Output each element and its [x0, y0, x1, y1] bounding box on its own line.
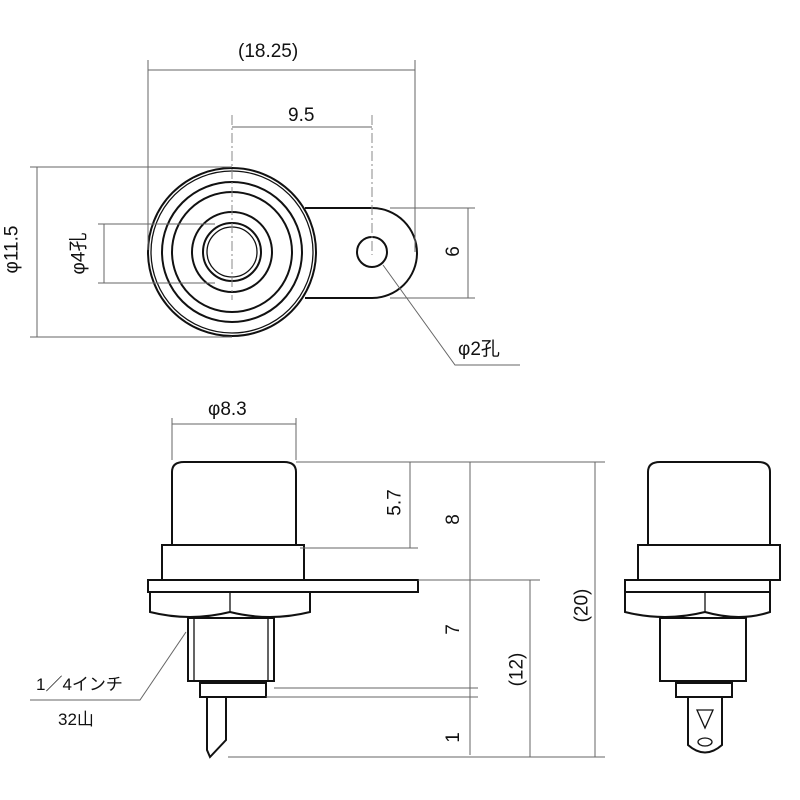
overall-width-label: (18.25) [238, 41, 299, 62]
cap-height-label: 5.7 [384, 489, 406, 516]
side-view [30, 418, 605, 759]
thread-spec-line2: 32山 [58, 710, 94, 729]
top-view [30, 60, 520, 366]
thread-spec-line1: 1／4インチ [36, 675, 123, 694]
outer-diameter-label: φ11.5 [1, 225, 23, 274]
center-hole-label: φ4孔 [68, 232, 90, 275]
lower-total-label: (12) [506, 652, 528, 687]
upper-height-label: 8 [442, 514, 464, 525]
tab-width-label: 6 [442, 246, 464, 257]
tab-hole-label: φ2孔 [458, 339, 500, 360]
terminal-height-label: 1 [442, 732, 464, 743]
thread-height-label: 7 [442, 624, 464, 635]
mounting-tab [305, 207, 418, 299]
front-view [624, 461, 781, 754]
center-to-hole-label: 9.5 [288, 105, 315, 126]
cap-diameter-label: φ8.3 [208, 399, 247, 420]
overall-height-label: (20) [571, 588, 593, 623]
